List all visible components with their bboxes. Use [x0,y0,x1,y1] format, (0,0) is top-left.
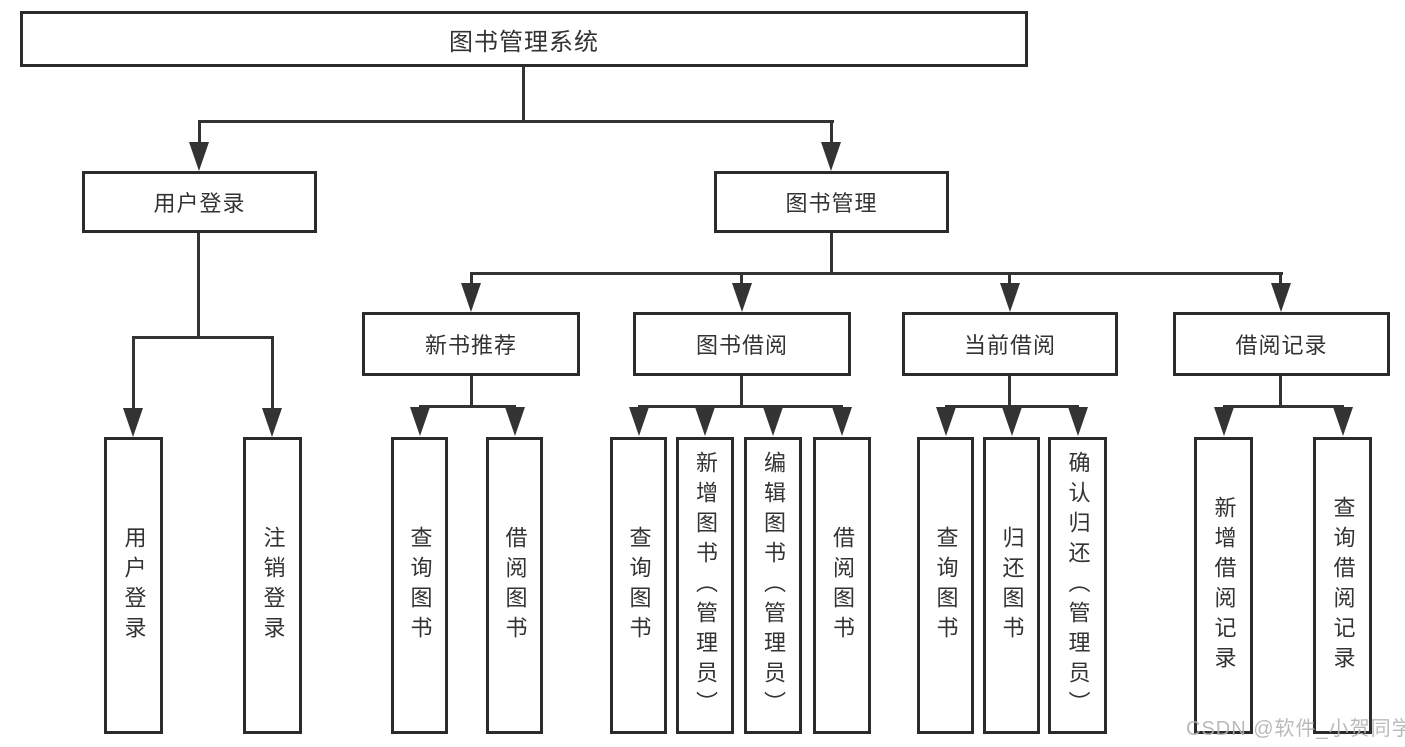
arrow-book-management-icon [821,142,841,171]
leaf-label: 查询图书 [407,525,433,646]
connector-stem-book-management [830,120,833,145]
node-label: 用户登录 [153,191,246,216]
leaf-label: 查询借阅记录 [1330,495,1356,676]
connector-userlogin-crossbar [132,336,274,339]
leaf-label: 查询图书 [933,525,959,646]
leaf-label: 查询图书 [626,525,652,646]
connector-bookborrow-stem [740,376,743,407]
leaf-borrow-books-1: 借阅图书 [486,437,543,734]
arrow-leaf-confirm-return-icon [1068,407,1088,436]
arrow-leaf-add-record-icon [1214,407,1234,436]
connector-newbook-crossbar [419,405,516,408]
connector-bookborrow-crossbar [638,405,843,408]
leaf-logout: 注销登录 [243,437,302,734]
leaf-return-books: 归还图书 [983,437,1040,734]
leaf-add-books-admin: 新增图书（管理员） [676,437,734,734]
watermark-text: CSDN @软件_小贺同学 [1186,718,1405,740]
node-book-management: 图书管理 [714,171,949,233]
connector-stem-borrow-records [1279,272,1282,286]
arrow-leaf-borrow-books-2-icon [832,407,852,436]
connector-borrowrecords-crossbar [1223,405,1344,408]
node-current-borrowing: 当前借阅 [902,312,1118,376]
leaf-user-login: 用户登录 [104,437,163,734]
leaf-label: 归还图书 [999,525,1025,646]
arrow-leaf-add-books-icon [695,407,715,436]
leaf-label: 编辑图书（管理员） [761,450,786,721]
arrow-leaf-edit-books-icon [763,407,783,436]
leaf-label: 借阅图书 [502,525,528,646]
connector-stem-leaf-user-login [132,336,135,410]
node-label: 图书管理系统 [449,28,599,56]
connector-bookmgmt-crossbar [470,272,1283,275]
leaf-label: 新增借阅记录 [1211,495,1237,676]
node-new-book-recommendation: 新书推荐 [362,312,580,376]
connector-userlogin-stem [197,233,200,336]
leaf-query-books-2: 查询图书 [610,437,667,734]
arrow-leaf-return-books-icon [1002,407,1022,436]
arrow-new-book-icon [461,283,481,312]
leaf-label: 注销登录 [260,525,286,646]
leaf-query-borrow-record: 查询借阅记录 [1313,437,1372,734]
arrow-borrow-records-icon [1271,283,1291,312]
connector-borrowrecords-stem [1279,376,1282,407]
node-library-management-system: 图书管理系统 [20,11,1028,67]
leaf-query-books-1: 查询图书 [391,437,448,734]
node-book-borrowing: 图书借阅 [633,312,851,376]
connector-bookmgmt-stem [830,233,833,274]
leaf-label: 确认归还（管理员） [1065,450,1091,721]
connector-stem-user-login [198,120,201,145]
connector-stem-current-borrow [1008,272,1011,286]
arrow-book-borrow-icon [732,283,752,312]
connector-stem-new-book [470,272,473,286]
connector-root-crossbar [198,120,834,123]
leaf-query-books-3: 查询图书 [917,437,974,734]
leaf-edit-books-admin: 编辑图书（管理员） [744,437,802,734]
leaf-label: 借阅图书 [830,525,855,646]
connector-root-stem [522,67,525,120]
node-label: 借阅记录 [1235,333,1328,358]
leaf-label: 新增图书（管理员） [693,450,718,721]
node-label: 新书推荐 [424,333,517,358]
arrow-leaf-user-login-icon [123,408,143,437]
connector-newbook-stem [470,376,473,407]
arrow-leaf-query-record-icon [1333,407,1353,436]
leaf-label: 用户登录 [121,525,147,646]
leaf-confirm-return-admin: 确认归还（管理员） [1048,437,1107,734]
connector-currentborrow-crossbar [945,405,1079,408]
arrow-user-login-icon [189,142,209,171]
node-label: 图书管理 [785,191,878,216]
arrow-leaf-borrow-books-1-icon [505,407,525,436]
arrow-leaf-logout-icon [262,408,282,437]
node-borrowing-records: 借阅记录 [1173,312,1390,376]
node-user-login: 用户登录 [82,171,317,233]
arrow-current-borrow-icon [1000,283,1020,312]
leaf-add-borrow-record: 新增借阅记录 [1194,437,1253,734]
connector-stem-leaf-logout [271,336,274,410]
arrow-leaf-query-books-3-icon [936,407,956,436]
node-label: 图书借阅 [695,333,788,358]
node-label: 当前借阅 [963,333,1056,358]
connector-stem-book-borrow [740,272,743,286]
leaf-borrow-books-2: 借阅图书 [813,437,871,734]
connector-currentborrow-stem [1008,376,1011,407]
arrow-leaf-query-books-2-icon [629,407,649,436]
arrow-leaf-query-books-1-icon [410,407,430,436]
